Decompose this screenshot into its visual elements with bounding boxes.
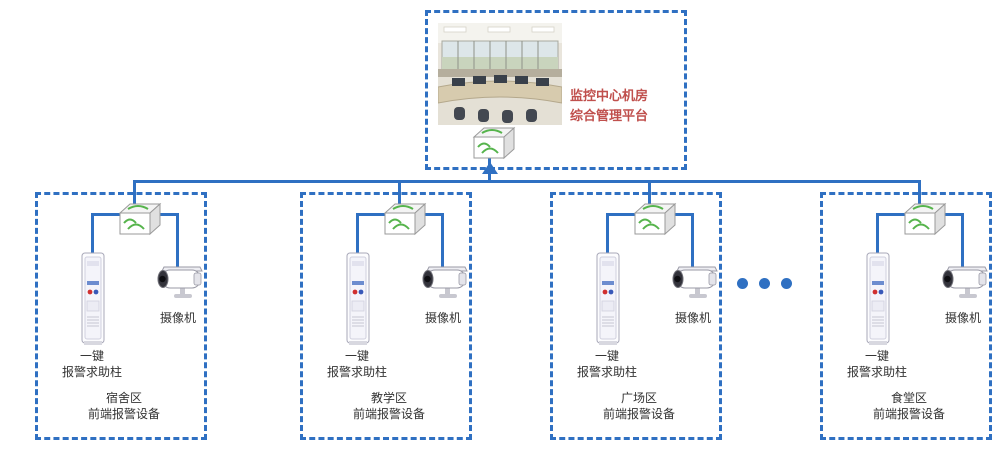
cctv-camera-icon bbox=[935, 263, 991, 307]
camera-label: 摄像机 bbox=[944, 311, 981, 325]
connector-line bbox=[691, 213, 694, 269]
pillar-label: 一键 报警求助柱 bbox=[307, 349, 407, 380]
text-line: 报警求助柱 bbox=[846, 364, 907, 379]
pillar-label: 一键 报警求助柱 bbox=[827, 349, 927, 380]
cctv-camera-icon bbox=[665, 263, 721, 307]
station-group-3: 一键 报警求助柱 摄像机 广场区 前端报警设备 bbox=[550, 192, 722, 440]
pillar-label: 一键 报警求助柱 bbox=[42, 349, 142, 380]
connector-line bbox=[356, 213, 359, 257]
text-line: 一键 bbox=[864, 349, 889, 363]
connector-line bbox=[876, 213, 879, 257]
cctv-camera-icon bbox=[415, 263, 471, 307]
text-line: 报警求助柱 bbox=[61, 364, 122, 379]
text-line: 前端报警设备 bbox=[87, 406, 160, 421]
center-title: 监控中心机房 综合管理平台 bbox=[570, 87, 682, 127]
network-switch-icon bbox=[899, 201, 947, 241]
area-label: 食堂区 前端报警设备 bbox=[829, 391, 989, 422]
station-group-2: 一键 报警求助柱 摄像机 教学区 前端报警设备 bbox=[300, 192, 472, 440]
ellipsis-dot bbox=[737, 278, 748, 289]
station-group-1: 一键 报警求助柱 摄像机 宿舍区 前端报警设备 bbox=[35, 192, 207, 440]
text-line: 前端报警设备 bbox=[352, 406, 425, 421]
network-switch-icon bbox=[468, 125, 516, 165]
cctv-camera-icon bbox=[150, 263, 206, 307]
text-line: 前端报警设备 bbox=[872, 406, 945, 421]
text-line: 综合管理平台 bbox=[570, 109, 649, 125]
text-line: 报警求助柱 bbox=[576, 364, 637, 379]
connector-line bbox=[176, 213, 179, 269]
text-line: 报警求助柱 bbox=[326, 364, 387, 379]
camera-label: 摄像机 bbox=[424, 311, 461, 325]
alarm-pillar-icon bbox=[590, 251, 626, 347]
text-line: 监控中心机房 bbox=[570, 89, 649, 104]
pillar-label: 一键 报警求助柱 bbox=[557, 349, 657, 380]
text-line: 食堂区 bbox=[890, 391, 927, 405]
alarm-pillar-icon bbox=[75, 251, 111, 347]
text-line: 一键 bbox=[79, 349, 104, 363]
area-label: 广场区 前端报警设备 bbox=[559, 391, 719, 422]
network-switch-icon bbox=[114, 201, 162, 241]
alarm-pillar-icon bbox=[860, 251, 896, 347]
text-line: 广场区 bbox=[620, 391, 657, 405]
network-switch-icon bbox=[379, 201, 427, 241]
area-label: 宿舍区 前端报警设备 bbox=[44, 391, 204, 422]
text-line: 一键 bbox=[594, 349, 619, 363]
connector-line bbox=[961, 213, 964, 269]
control-room-photo bbox=[438, 23, 562, 125]
text-line: 宿舍区 bbox=[105, 391, 142, 405]
ellipsis-dot bbox=[759, 278, 770, 289]
camera-label: 摄像机 bbox=[674, 311, 711, 325]
control-center-box: 监控中心机房 综合管理平台 bbox=[425, 10, 687, 170]
connector-line bbox=[441, 213, 444, 269]
connector-line bbox=[606, 213, 609, 257]
text-line: 教学区 bbox=[370, 391, 407, 405]
text-line: 前端报警设备 bbox=[602, 406, 675, 421]
network-switch-icon bbox=[629, 201, 677, 241]
text-line: 一键 bbox=[344, 349, 369, 363]
camera-label: 摄像机 bbox=[159, 311, 196, 325]
connector-line bbox=[91, 213, 94, 257]
trunk-line bbox=[133, 180, 921, 183]
area-label: 教学区 前端报警设备 bbox=[309, 391, 469, 422]
station-group-4: 一键 报警求助柱 摄像机 食堂区 前端报警设备 bbox=[820, 192, 992, 440]
alarm-pillar-icon bbox=[340, 251, 376, 347]
ellipsis-dot bbox=[781, 278, 792, 289]
